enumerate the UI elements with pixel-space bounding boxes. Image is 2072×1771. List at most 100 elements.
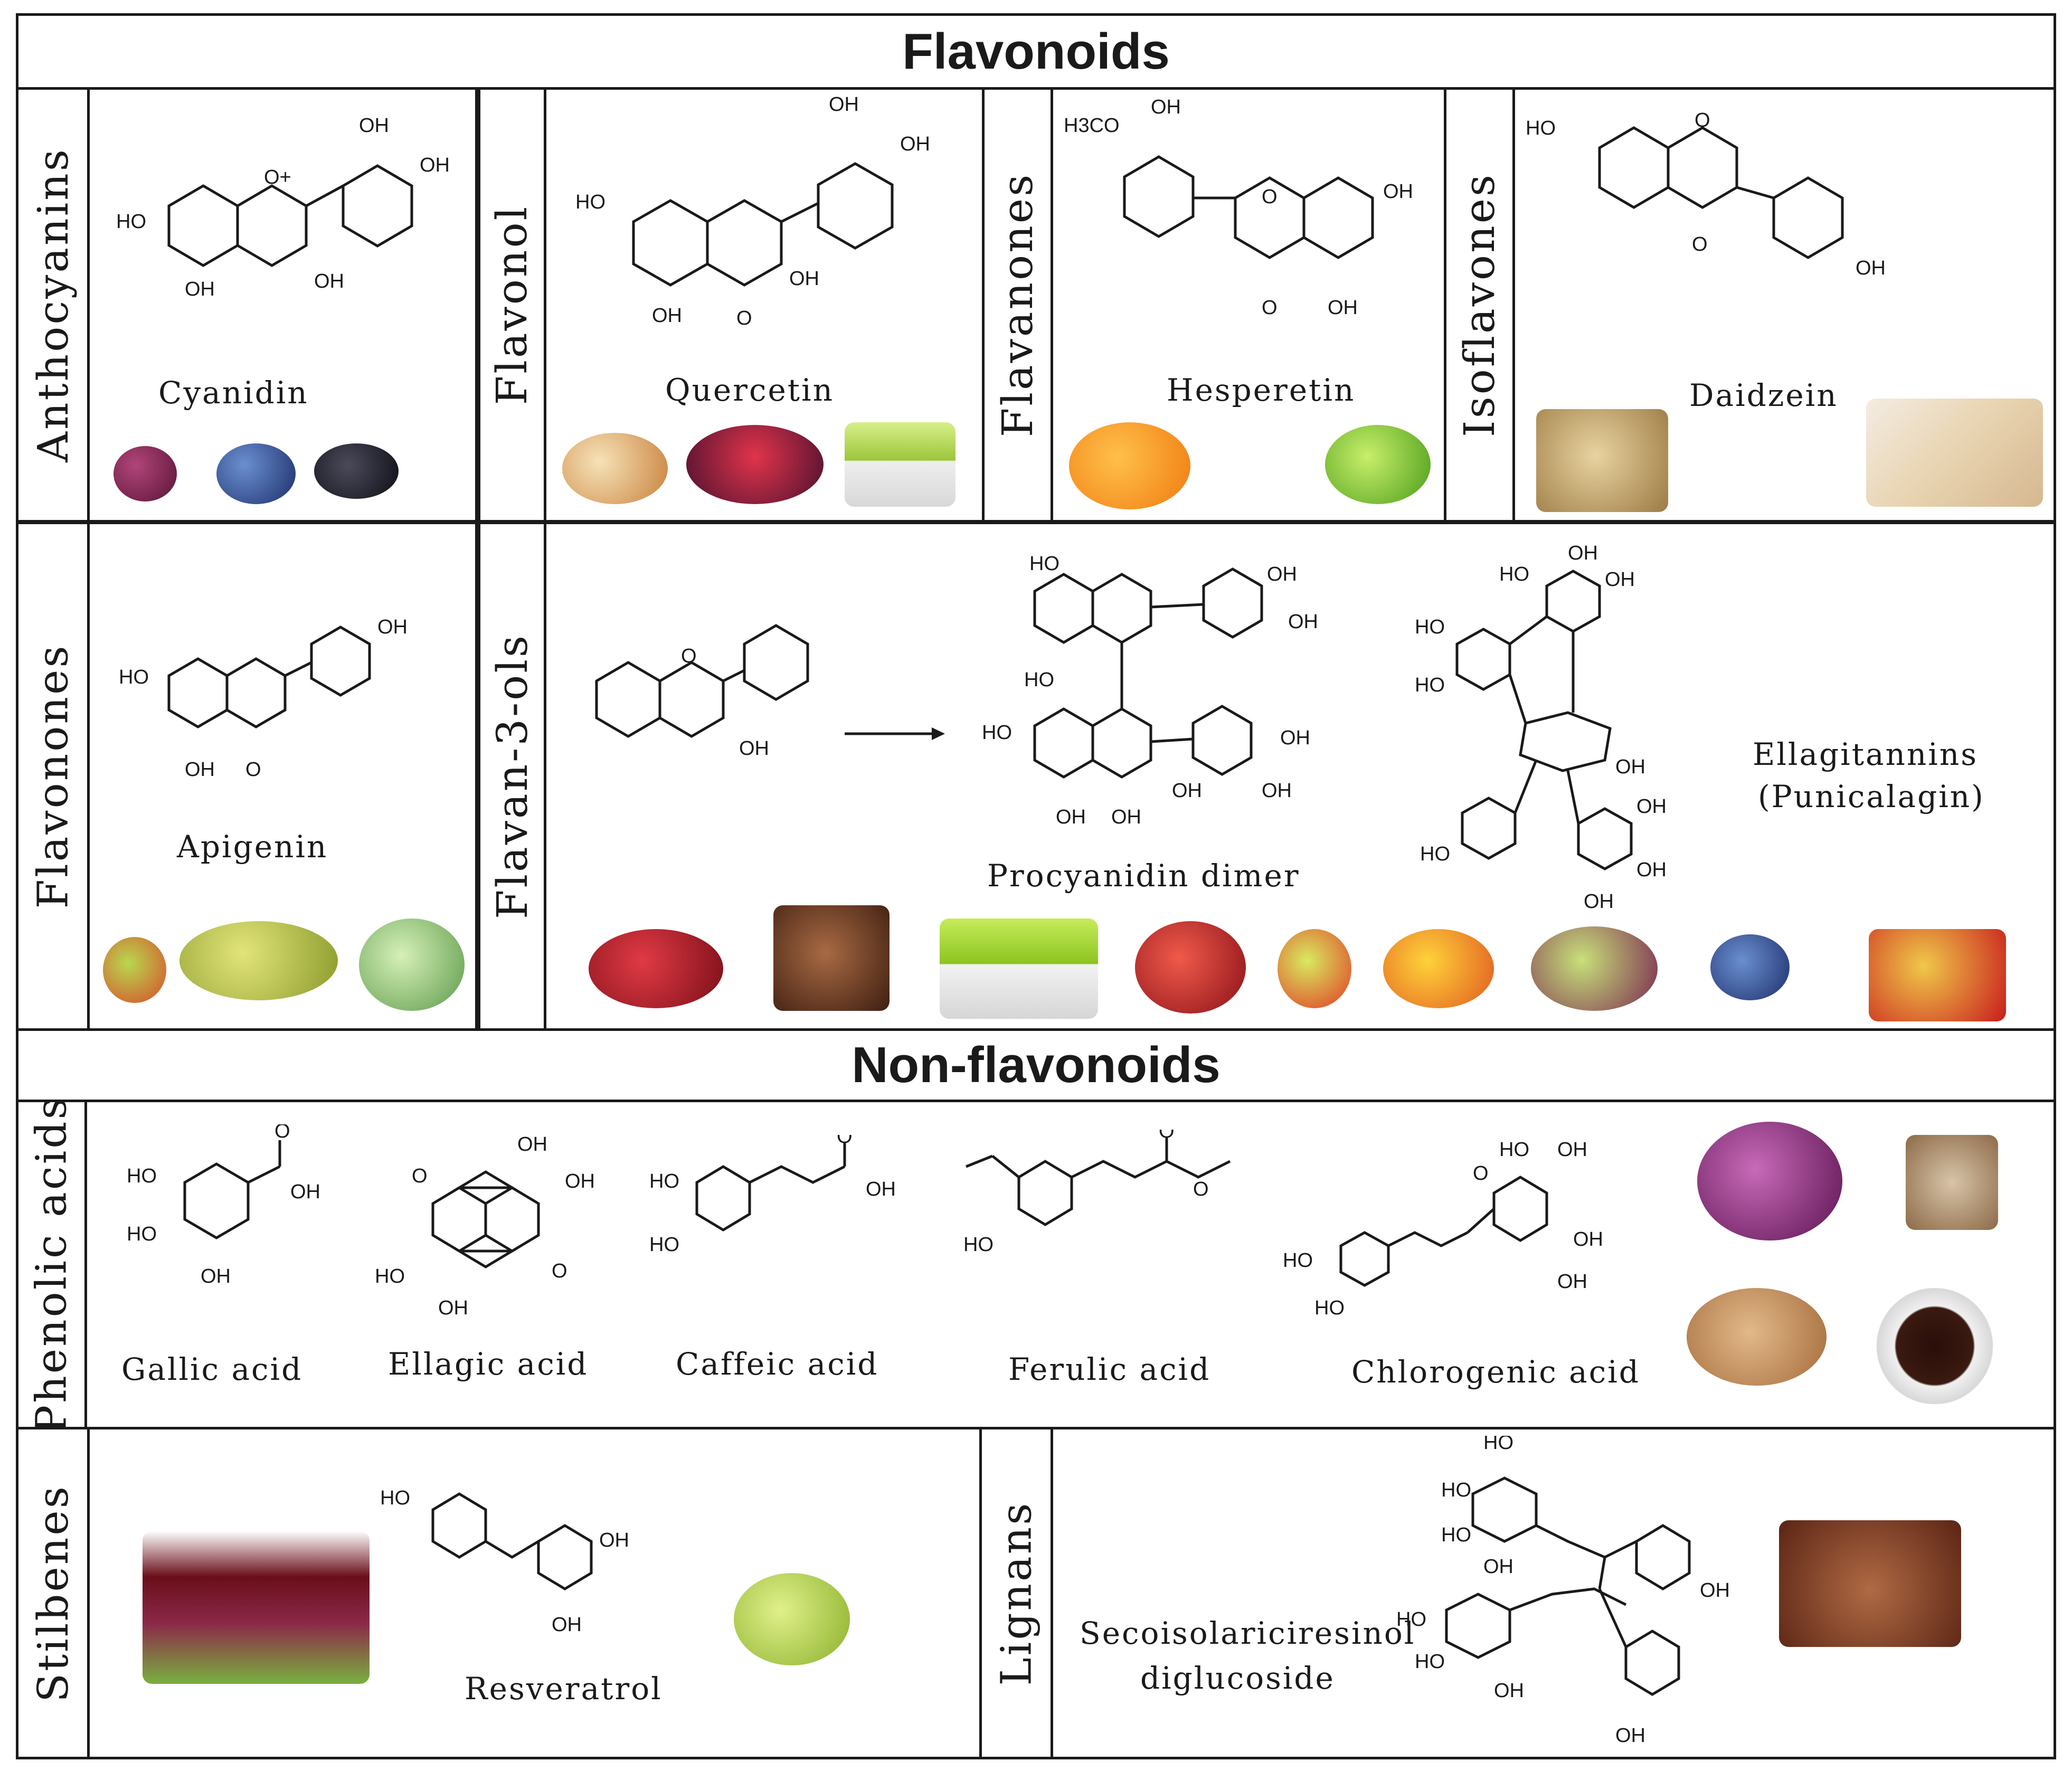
lignans-label: Lignans [991, 1501, 1041, 1685]
tea-cup-image [940, 918, 1098, 1019]
flavanones-label: Flavanones [993, 172, 1043, 438]
punicalagin-ho-1: HO [1499, 563, 1529, 585]
caffeic-ho-2: HO [649, 1234, 679, 1256]
apigenin-o-carbonyl: O [245, 759, 261, 781]
flavan3ol-oh: OH [739, 737, 769, 760]
secoiso-ho-4: HO [1396, 1608, 1426, 1631]
cyanidin-ho-label: HO [116, 211, 146, 233]
gallic-oh-bottom: OH [201, 1265, 231, 1287]
apigenin-ho-label: HO [119, 666, 149, 688]
secoiso-ho-1: HO [1483, 1436, 1513, 1454]
cyanidin-structure: HO OH OH O+ OH OH [116, 115, 450, 300]
caffeic-ho-1: HO [649, 1170, 679, 1192]
cabbage-image [359, 918, 465, 1011]
procyanidin-ho-2: HO [1024, 669, 1054, 691]
flavan3ols-label-cell: Flavan-3-ols [478, 522, 546, 1031]
resveratrol-name: Resveratrol [465, 1671, 663, 1707]
coffee-image [1858, 1288, 2011, 1404]
chlorogenic-o: O [1473, 1162, 1489, 1185]
secoiso-oh-4: OH [1615, 1725, 1645, 1747]
wine-grapes-image [143, 1531, 370, 1684]
hesperetin-oh-right: OH [1383, 181, 1413, 203]
chlorogenic-acid-name: Chlorogenic acid [1351, 1354, 1640, 1390]
mixed-berries-image [686, 425, 824, 504]
ferulic-acid-structure: O O HO [963, 1130, 1231, 1256]
procyanidin-oh-5: OH [1172, 780, 1202, 802]
flavan3ol-structure: O OH [595, 624, 809, 760]
punicalagin-name: (Punicalagin) [1758, 779, 1985, 815]
phenolic-acids-label: Phenolic acids [27, 1095, 77, 1434]
blueberries-image [216, 443, 296, 504]
chlorogenic-ho-top: HO [1499, 1139, 1529, 1161]
punicalagin-oh-6: OH [1584, 891, 1614, 913]
phenolic-acids-label-cell: Phenolic acids [16, 1095, 87, 1434]
resveratrol-oh-1: OH [599, 1529, 629, 1551]
pomegranate-image [1135, 921, 1246, 1014]
cranberries-image [589, 929, 723, 1008]
punicalagin-oh-1: OH [1568, 542, 1598, 564]
ellagic-oh-3: OH [438, 1297, 468, 1319]
apigenin-oh-top: OH [377, 616, 408, 638]
orange-image [1069, 422, 1190, 509]
ferulic-o-1: O [1159, 1130, 1175, 1142]
isoflavones-label-cell: Isoflavones [1444, 87, 1515, 523]
onion-image [562, 433, 668, 504]
apigenin-name: Apigenin [177, 829, 328, 865]
chlorogenic-ho-2: HO [1314, 1297, 1345, 1319]
quercetin-oh-right: OH [900, 133, 930, 155]
secoiso-ho-5: HO [1415, 1651, 1445, 1673]
secoiso-oh-1: OH [1483, 1556, 1513, 1578]
hesperetin-oh-bottom: OH [1328, 297, 1358, 319]
cyanidin-o-plus: O+ [264, 166, 291, 188]
resveratrol-structure: HO OH OH [380, 1487, 629, 1636]
procyanidin-oh-4: OH [1262, 780, 1292, 802]
gallic-oh-acid: OH [290, 1181, 320, 1203]
quercetin-o-carbonyl: O [736, 307, 752, 329]
ferulic-acid-name: Ferulic acid [1008, 1351, 1211, 1387]
punicalagin-ho-2: HO [1415, 616, 1445, 638]
caffeic-oh-acid: OH [866, 1178, 896, 1200]
green-grapes-image [734, 1573, 850, 1665]
wheat-bran-image [1687, 1288, 1827, 1386]
flaxseed-image [1779, 1520, 1961, 1647]
flavan3ols-label: Flavan-3-ols [487, 633, 537, 919]
procyanidin-oh-6: OH [1056, 806, 1086, 828]
punicalagin-oh-4: OH [1636, 795, 1667, 818]
apple-image [103, 937, 166, 1003]
hesperetin-o-carbonyl: O [1262, 297, 1278, 319]
lignans-label-cell: Lignans [979, 1427, 1053, 1759]
cyanidin-oh-3: OH [314, 270, 344, 292]
chlorogenic-oh-acid: OH [1557, 1271, 1587, 1293]
punicalagin-ho-3: HO [1415, 674, 1445, 696]
soybeans-image [1536, 409, 1668, 512]
quercetin-structure: HO OH O OH OH OH [575, 93, 930, 329]
punicalagin-ho-4: HO [1420, 843, 1450, 865]
hesperetin-h3co-label: H3CO [1064, 115, 1120, 137]
cyanidin-oh-top: OH [359, 115, 389, 137]
procyanidin-name: Procyanidin dimer [987, 858, 1300, 894]
non-flavonoids-header: Non-flavonoids [16, 1028, 2056, 1102]
flavanones-label-cell: Flavanones [982, 87, 1053, 523]
daidzein-oh: OH [1856, 257, 1886, 279]
procyanidin-ho-3: HO [982, 722, 1012, 744]
hesperetin-name: Hesperetin [1167, 372, 1356, 408]
daidzein-o-carbonyl: O [1692, 233, 1708, 255]
ellagic-acid-name: Ellagic acid [388, 1346, 589, 1382]
gallic-o: O [275, 1124, 290, 1142]
lime-image [1325, 425, 1431, 504]
cyanidin-oh-right: OH [420, 154, 450, 176]
anthocyanins-label-cell: Anthocyanins [16, 87, 90, 523]
caffeic-acid-name: Caffeic acid [676, 1346, 879, 1382]
procyanidin-oh-3: OH [1280, 727, 1310, 749]
ellagitannins-name: Ellagitannins [1753, 736, 1978, 772]
procyanidin-oh-1: OH [1267, 563, 1297, 585]
procyanidin-structure: HO OH OH HO HO OH OH OH OH OH [982, 553, 1318, 828]
secoisolariciresinol-structure: HO HO HO OH HO HO OH OH OH [1396, 1436, 1730, 1747]
apples-image [1869, 929, 2006, 1021]
procyanidin-oh-7: OH [1111, 806, 1141, 828]
plum-image [113, 446, 177, 501]
quercetin-oh-3: OH [789, 268, 819, 290]
hesperetin-oh-top: OH [1151, 96, 1181, 118]
blackberries-image [314, 443, 399, 499]
stilbenes-label-cell: Stilbenes [16, 1427, 90, 1759]
